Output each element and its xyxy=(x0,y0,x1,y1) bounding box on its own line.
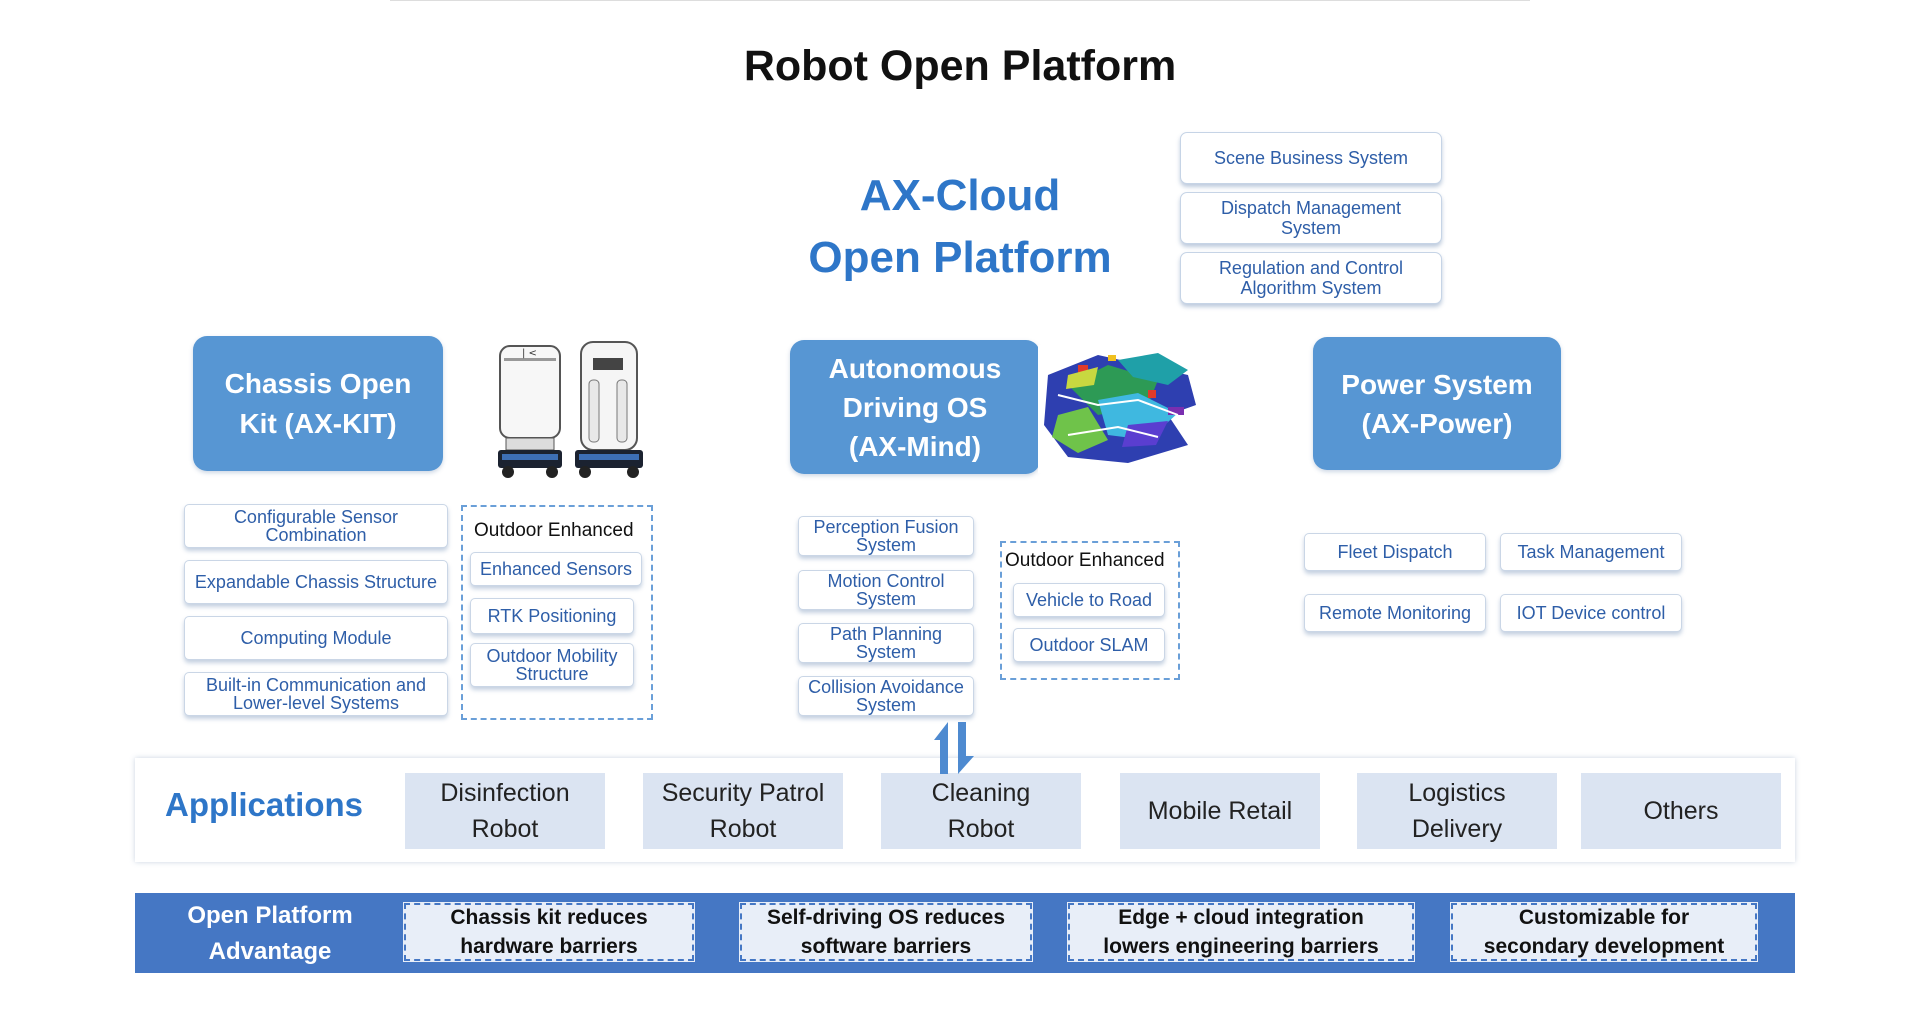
chassis-outdoor-mobility: Outdoor Mobility Structure xyxy=(470,643,634,687)
autonomous-driving-block: Autonomous Driving OS (AX-Mind) xyxy=(790,340,1040,474)
cloud-system-scene-business: Scene Business System xyxy=(1180,132,1442,184)
driving-feature-perception: Perception Fusion System xyxy=(798,516,974,556)
chassis-feature-sensor: Configurable Sensor Combination xyxy=(184,504,448,548)
advantage-customizable: Customizable for secondary development xyxy=(1450,902,1758,962)
bidirectional-arrow-icon xyxy=(934,722,974,774)
applications-label: Applications xyxy=(165,786,364,823)
advantage-label: Open Platform Advantage xyxy=(187,902,353,965)
app-disinfection-robot: Disinfection Robot xyxy=(405,773,605,849)
app-security-patrol-robot: Security Patrol Robot xyxy=(643,773,843,849)
app-logistics-delivery: Logistics Delivery xyxy=(1357,773,1557,849)
power-feature-iot-control: IOT Device control xyxy=(1500,594,1682,632)
svg-text:| <: | < xyxy=(522,348,537,359)
chassis-feature-computing: Computing Module xyxy=(184,616,448,660)
chassis-outdoor-group xyxy=(461,505,653,720)
app-others: Others xyxy=(1581,773,1781,849)
driving-outdoor-label: Outdoor Enhanced xyxy=(1005,550,1165,571)
cloud-title-line2: Open Platform xyxy=(808,233,1112,282)
chassis-outdoor-label: Outdoor Enhanced xyxy=(474,520,634,541)
cloud-title-line1: AX-Cloud xyxy=(859,171,1061,220)
chassis-kit-block: Chassis Open Kit (AX-KIT) xyxy=(193,336,443,471)
power-system-block: Power System (AX-Power) xyxy=(1313,337,1561,470)
power-feature-remote-monitoring: Remote Monitoring xyxy=(1304,594,1486,632)
driving-feature-motion: Motion Control System xyxy=(798,570,974,610)
driving-feature-collision: Collision Avoidance System xyxy=(798,676,974,716)
robot-right-icon xyxy=(575,341,643,478)
3d-map-image xyxy=(1038,345,1198,473)
cloud-platform-title: AX-Cloud Open Platform xyxy=(790,165,1130,289)
driving-outdoor-v2r: Vehicle to Road xyxy=(1013,583,1165,617)
app-cleaning-robot: Cleaning Robot xyxy=(881,773,1081,849)
chassis-feature-structure: Expandable Chassis Structure xyxy=(184,560,448,604)
driving-outdoor-group xyxy=(1000,541,1180,680)
chassis-outdoor-rtk: RTK Positioning xyxy=(470,598,634,634)
power-feature-fleet-dispatch: Fleet Dispatch xyxy=(1304,533,1486,571)
chassis-feature-communication: Built-in Communication and Lower-level S… xyxy=(184,672,448,716)
driving-feature-path: Path Planning System xyxy=(798,623,974,663)
advantage-self-driving-os: Self-driving OS reduces software barrier… xyxy=(739,902,1033,962)
power-feature-task-management: Task Management xyxy=(1500,533,1682,571)
robot-left-icon: | < xyxy=(498,345,562,478)
app-mobile-retail: Mobile Retail xyxy=(1120,773,1320,849)
top-divider xyxy=(390,0,1530,1)
cloud-system-dispatch-management: Dispatch Management System xyxy=(1180,192,1442,244)
advantage-chassis-kit: Chassis kit reduces hardware barriers xyxy=(403,902,695,962)
cloud-system-regulation-control: Regulation and Control Algorithm System xyxy=(1180,252,1442,304)
chassis-outdoor-sensors: Enhanced Sensors xyxy=(470,552,642,586)
page-title: Robot Open Platform xyxy=(743,42,1177,90)
driving-outdoor-slam: Outdoor SLAM xyxy=(1013,628,1165,662)
advantage-edge-cloud: Edge + cloud integration lowers engineer… xyxy=(1067,902,1415,962)
